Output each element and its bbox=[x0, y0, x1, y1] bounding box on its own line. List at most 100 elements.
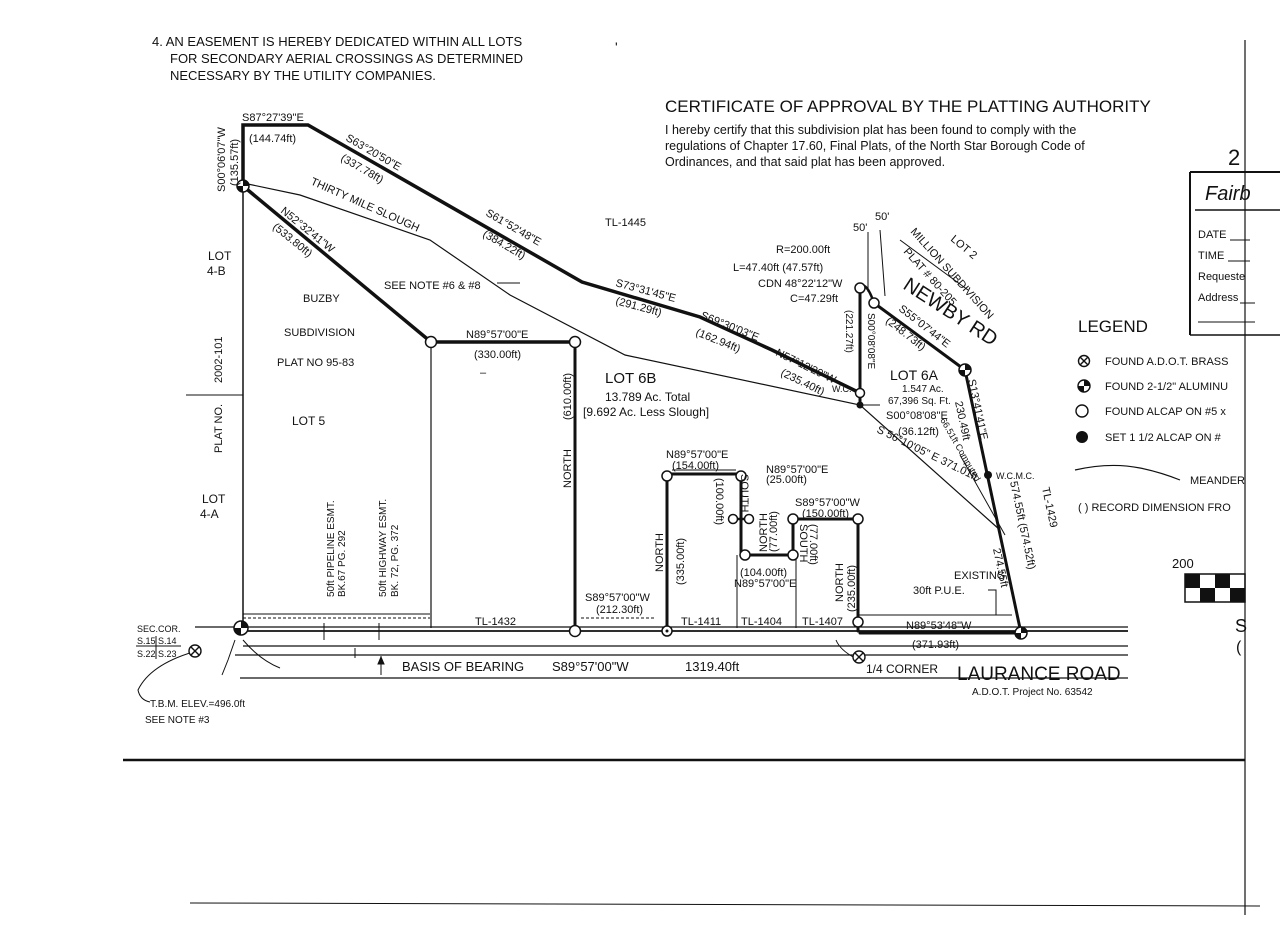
filled-circle-icon bbox=[984, 471, 992, 479]
aluminum-cap-icon bbox=[1014, 626, 1028, 640]
distance-label: (235.00ft) bbox=[846, 565, 858, 612]
aluminum-cap-icon bbox=[1077, 379, 1091, 393]
open-circle-icon bbox=[661, 470, 673, 482]
basis-bearing: S89°57'00"W bbox=[552, 659, 629, 674]
scale-bar: 200 S ( bbox=[1172, 556, 1247, 656]
approval-heading: 2 bbox=[1228, 145, 1240, 170]
notes-block: 4. AN EASEMENT IS HEREBY DEDICATED WITHI… bbox=[152, 34, 523, 83]
open-circle-icon bbox=[868, 297, 880, 309]
distance-label: 274.55ft bbox=[990, 547, 1010, 588]
section-corner-label: SEC.COR. bbox=[137, 624, 181, 634]
section-number: S.22 bbox=[137, 649, 156, 659]
legend-title: LEGEND bbox=[1078, 317, 1148, 336]
open-circle-icon bbox=[852, 513, 864, 525]
road-name-label: LAURANCE ROAD bbox=[957, 664, 1121, 685]
brass-cap-icon bbox=[852, 650, 866, 664]
certificate-line-3: Ordinances, and that said plat has been … bbox=[665, 155, 945, 169]
distance-label: (154.00ft) bbox=[672, 460, 719, 472]
meander-line-icon bbox=[1074, 464, 1181, 481]
certificate-block: CERTIFICATE OF APPROVAL BY THE PLATTING … bbox=[665, 97, 1151, 169]
distance-label: (330.00ft) bbox=[474, 349, 521, 361]
distance-label: 574.55ft (574.52ft) bbox=[1007, 480, 1037, 570]
lot-label: LOT bbox=[202, 492, 226, 506]
direction-label: SOUTH bbox=[738, 474, 750, 513]
lot-label: 4-A bbox=[200, 507, 219, 521]
tax-lot-label: TL-1407 bbox=[802, 616, 843, 628]
plat-no-label: PLAT NO. bbox=[213, 404, 225, 453]
subdivision-label: BUZBY bbox=[303, 293, 340, 305]
approval-requested: Requeste bbox=[1198, 271, 1245, 283]
brass-cap-icon bbox=[1077, 354, 1091, 368]
approval-date: DATE bbox=[1198, 229, 1227, 241]
bearing-label: S00°08'08"E bbox=[865, 313, 876, 369]
witness-corner-label: W.C. bbox=[832, 384, 852, 394]
slough-label: THIRTY MILE SLOUGH bbox=[309, 176, 421, 235]
distance-label: (144.74ft) bbox=[249, 133, 296, 145]
open-circle-icon bbox=[743, 513, 755, 525]
basis-of-bearing-label: BASIS OF BEARING bbox=[402, 659, 524, 674]
approval-signature: Fairb bbox=[1205, 183, 1251, 205]
scale-mark: ( bbox=[1236, 639, 1242, 656]
bearing-label: S00°06'07"W bbox=[216, 127, 228, 192]
distance-label: (25.00ft) bbox=[766, 474, 807, 486]
filled-circle-icon bbox=[1076, 431, 1088, 443]
lot-6b-label: LOT 6B bbox=[605, 370, 656, 387]
certificate-title: CERTIFICATE OF APPROVAL BY THE PLATTING … bbox=[665, 97, 1151, 116]
direction-label: NORTH bbox=[654, 533, 666, 572]
filled-circle-icon bbox=[856, 401, 864, 409]
bearing-label: N89°53'48"W bbox=[906, 620, 972, 632]
note-line-3: NECESSARY BY THE UTILITY COMPANIES. bbox=[170, 68, 436, 83]
distance-label: (221.27ft) bbox=[843, 310, 854, 353]
tax-lot-label: TL-1432 bbox=[475, 616, 516, 628]
width-label: 50' bbox=[853, 222, 867, 234]
open-circle-icon bbox=[739, 549, 751, 561]
bearing-label: S89°57'00"W bbox=[795, 497, 860, 509]
easement-label: BK. 72, PG. 372 bbox=[390, 524, 401, 597]
open-circle-icon bbox=[568, 624, 582, 638]
direction-label: NORTH bbox=[834, 563, 846, 602]
distance-label: (36.12ft) bbox=[898, 426, 939, 438]
legend-label-filled: SET 1 1/2 ALCAP ON # bbox=[1105, 432, 1222, 444]
lot-label: LOT bbox=[208, 249, 232, 263]
lot-6a-sqft: 67,396 Sq. Ft. bbox=[888, 396, 951, 407]
easement-label: 50ft PIPELINE ESMT. bbox=[326, 500, 337, 597]
open-circle-icon bbox=[735, 470, 747, 482]
legend-label-brass: FOUND A.D.O.T. BRASS bbox=[1105, 356, 1228, 368]
direction-label: NORTH bbox=[758, 513, 770, 552]
legend-label-aluminum: FOUND 2-1/2" ALUMINU bbox=[1105, 381, 1228, 393]
plat-number: 2002-101 bbox=[213, 337, 225, 384]
easement-label: 30ft P.U.E. bbox=[913, 585, 965, 597]
distance-label: (77.00ft) bbox=[768, 511, 780, 552]
open-circle-icon bbox=[787, 549, 799, 561]
aluminum-cap-icon bbox=[236, 179, 250, 193]
basis-distance: 1319.40ft bbox=[685, 659, 740, 674]
distance-label: (610.00ft) bbox=[562, 373, 574, 420]
witness-corner-label: W.C.M.C. bbox=[996, 471, 1035, 481]
distance-label: (150.00ft) bbox=[802, 508, 849, 520]
legend-label-meander: MEANDER bbox=[1190, 475, 1245, 487]
legend-label-open: FOUND ALCAP ON #5 x bbox=[1105, 406, 1226, 418]
lot-6b-less: [9.692 Ac. Less Slough] bbox=[583, 405, 709, 419]
easement-label: BK.67 PG. 292 bbox=[337, 530, 348, 597]
section-number: S.23 bbox=[158, 649, 177, 659]
tax-lot-label: TL-1411 bbox=[681, 616, 721, 628]
bearing-label: S89°57'00"W bbox=[585, 592, 650, 604]
tax-lot-label: TL-1404 bbox=[741, 616, 782, 628]
open-circle-icon bbox=[424, 335, 438, 349]
approval-time: TIME bbox=[1198, 250, 1224, 262]
see-note-label: SEE NOTE #3 bbox=[145, 715, 210, 726]
quarter-corner-label: 1/4 CORNER bbox=[866, 662, 938, 676]
monuments bbox=[188, 179, 1028, 664]
boundary-lines bbox=[241, 123, 1023, 635]
subdivision-label: SUBDIVISION bbox=[284, 327, 355, 339]
project-label: A.D.O.T. Project No. 63542 bbox=[972, 687, 1093, 698]
bearing-label: N89°57'00"E bbox=[734, 578, 796, 590]
open-circle-icon bbox=[854, 282, 866, 294]
distance-label: (104.00ft) bbox=[740, 567, 787, 579]
bearing-label: N89°57'00"E bbox=[766, 464, 828, 476]
distance-label: (212.30ft) bbox=[596, 604, 643, 616]
bearing-label: S87°27'39"E bbox=[242, 112, 304, 124]
brass-cap-icon bbox=[188, 644, 202, 658]
distance-label: (335.00ft) bbox=[675, 538, 687, 585]
stray-mark: ' bbox=[615, 39, 618, 55]
